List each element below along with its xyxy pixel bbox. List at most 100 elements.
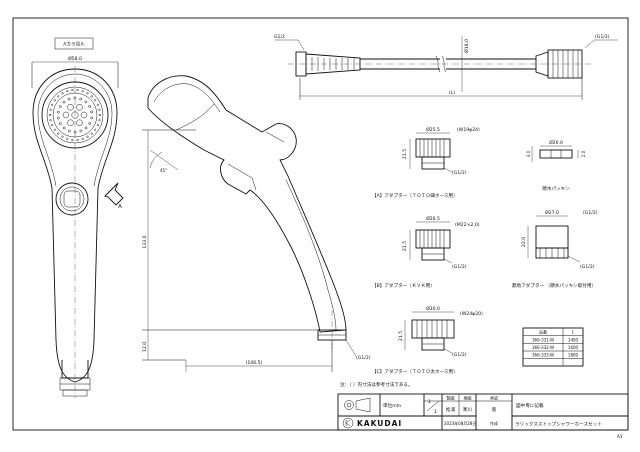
adapter-a-dia: Ø25.5 xyxy=(426,126,440,133)
adapter-b-bottom-thread: (G1/2) xyxy=(452,264,467,270)
spray-nozzle xyxy=(86,92,89,95)
spray-nozzle xyxy=(62,111,70,119)
spray-nozzle xyxy=(58,105,62,108)
spray-nozzle xyxy=(53,99,56,102)
logo-text: KAKUDAI xyxy=(357,419,402,428)
scale-numerator: 1 xyxy=(428,399,431,405)
spray-nozzle xyxy=(76,103,83,111)
spray-nozzle xyxy=(98,119,101,122)
adapter-a-height: 21.5 xyxy=(402,149,408,159)
header-drafted: 製図 xyxy=(447,395,455,401)
spray-nozzle xyxy=(51,124,54,127)
shower-head-side-view xyxy=(147,75,347,355)
spray-nozzle xyxy=(90,116,94,120)
adapter-b: Ø26.5 (M22×2.0) 21.5 (G1/2) 【B】アダプター（ＫＶＫ… xyxy=(372,215,480,289)
reference-dimension-note: 注：（ ）内寸法は参考寸法である。 xyxy=(340,381,413,388)
saving-adapter-caption: 無地アダプター （節水パッキン取付用） xyxy=(512,282,596,289)
spray-nozzle xyxy=(84,126,88,130)
adapter-a-caption: 【A】アダプター（ＴＯＴＯ細ホース用） xyxy=(372,192,458,199)
spray-nozzle xyxy=(57,132,60,135)
name-drafted: 松浦 xyxy=(446,406,456,413)
spray-nozzle xyxy=(49,108,52,111)
packing-dia: Ø20.0 xyxy=(549,139,563,146)
header-checked: 検図 xyxy=(464,395,472,401)
width-106-label: (106.5) xyxy=(246,360,263,366)
spray-nozzle xyxy=(76,89,79,92)
spray-nozzle xyxy=(56,116,60,120)
adapter-a: Ø25.5 (W19φ24) 21.5 (G1/2) 【A】アダプター（ＴＯＴＯ… xyxy=(372,126,480,199)
stop-button-outline xyxy=(55,182,89,216)
spray-nozzle xyxy=(61,135,64,138)
spray-nozzle xyxy=(98,108,101,111)
spray-nozzle xyxy=(66,137,69,140)
adapter-b-thread: (M22×2.0) xyxy=(455,222,480,228)
table-row-2-length: 1600 xyxy=(568,345,579,350)
blue-note: 図中青に記載 xyxy=(516,402,544,409)
spray-nozzle xyxy=(76,138,79,141)
spray-nozzle xyxy=(48,113,52,117)
adapter-a-bottom-thread: (G1/2) xyxy=(452,170,467,176)
spray-nozzle xyxy=(67,97,71,101)
spray-nozzle xyxy=(79,129,83,133)
adapter-c-thread: (W24φ20) xyxy=(460,311,483,317)
kakudai-logo: KAKUDAI xyxy=(342,417,402,429)
sheet-border xyxy=(12,17,629,431)
water-saving-adapter: Ø27.0 (G1/2) 22.0 (G1/2) 無地アダプター （節水パッキン… xyxy=(512,209,598,289)
table-row-2-part: 366-332-W xyxy=(532,345,554,350)
view-a-label: Aカラ見ル xyxy=(63,42,85,48)
spray-nozzle xyxy=(57,95,60,98)
projection-symbol xyxy=(344,397,371,413)
handle-thread-label: (G1/2) xyxy=(356,355,371,361)
unit-label: 単位mm xyxy=(383,402,402,409)
shower-hose: G1/2 (G1/2) Ø16.0 (L) xyxy=(274,34,618,100)
spray-nozzle xyxy=(84,100,88,104)
header-approved: 承認 xyxy=(490,395,498,401)
name-checked: 寒川 xyxy=(463,406,473,413)
spray-nozzle xyxy=(51,103,54,106)
spray-nozzle xyxy=(90,110,94,114)
title-block: 単位mm 1 1 製図 検図 承認 松浦 寒川 阪 2023年08月28日 作成… xyxy=(337,393,629,431)
spray-nozzle xyxy=(94,99,97,102)
spray-nozzle xyxy=(90,132,93,135)
spray-nozzle xyxy=(96,124,99,127)
table-row-1-length: 1400 xyxy=(568,338,579,343)
spray-nozzles xyxy=(48,89,102,141)
packing-caption: 節水パッキン xyxy=(542,185,570,192)
spray-nozzle xyxy=(56,110,60,114)
saving-adapter-bottom-thread: (G1/2) xyxy=(580,264,595,270)
spray-nozzle xyxy=(80,111,88,119)
spray-nozzle xyxy=(53,128,56,131)
table-row-3-part: 366-333-W xyxy=(532,353,554,358)
length-table: 品番 L 366-331-W 1400 366-332-W 1600 366-3… xyxy=(522,327,584,367)
height-133-label: 133.0 xyxy=(142,235,148,248)
adapter-c-height: 21.5 xyxy=(398,331,404,341)
saving-adapter-dia: Ø27.0 xyxy=(545,209,559,216)
side-view-dimensions: 133.0 12.0 (106.5) (G1/2) 45° xyxy=(142,129,371,372)
height-12-label: 12.0 xyxy=(142,342,148,352)
spray-nozzle xyxy=(88,105,92,108)
adapter-b-dia: Ø26.5 xyxy=(426,215,440,222)
hose-left-thread-label: G1/2 xyxy=(274,34,285,40)
adapter-c-bottom-thread: (G1/2) xyxy=(452,352,467,358)
adapter-b-caption: 【B】アダプター（ＫＶＫ用） xyxy=(372,282,435,289)
spray-nozzle xyxy=(88,122,92,125)
spray-nozzle xyxy=(66,90,69,93)
table-row-3-length: 1800 xyxy=(568,353,579,358)
product-name: ラリックスストップシャワーホースセット xyxy=(515,422,602,428)
head-diameter-label: Ø58.0 xyxy=(68,55,82,62)
spray-nozzle xyxy=(67,129,71,133)
spray-nozzle xyxy=(49,119,52,122)
spray-nozzle xyxy=(94,128,97,131)
spray-nozzle xyxy=(96,103,99,106)
adapter-c: Ø30.0 (W24φ20) 21.5 (G1/2) 【C】アダプター（ＴＯＴＯ… xyxy=(372,305,483,375)
adapter-a-thread: (W19φ24) xyxy=(457,127,480,133)
spray-nozzle xyxy=(61,92,64,95)
spray-nozzle xyxy=(58,122,62,125)
spray-nozzle xyxy=(86,135,89,138)
view-a-arrow: A xyxy=(104,182,124,210)
spray-nozzle xyxy=(81,90,84,93)
adapter-c-dia: Ø30.0 xyxy=(426,305,440,312)
drawing-date: 2023年08月28日 xyxy=(444,420,476,426)
shower-head-front-view: Aカラ見ル Ø58.0 xyxy=(31,37,119,398)
